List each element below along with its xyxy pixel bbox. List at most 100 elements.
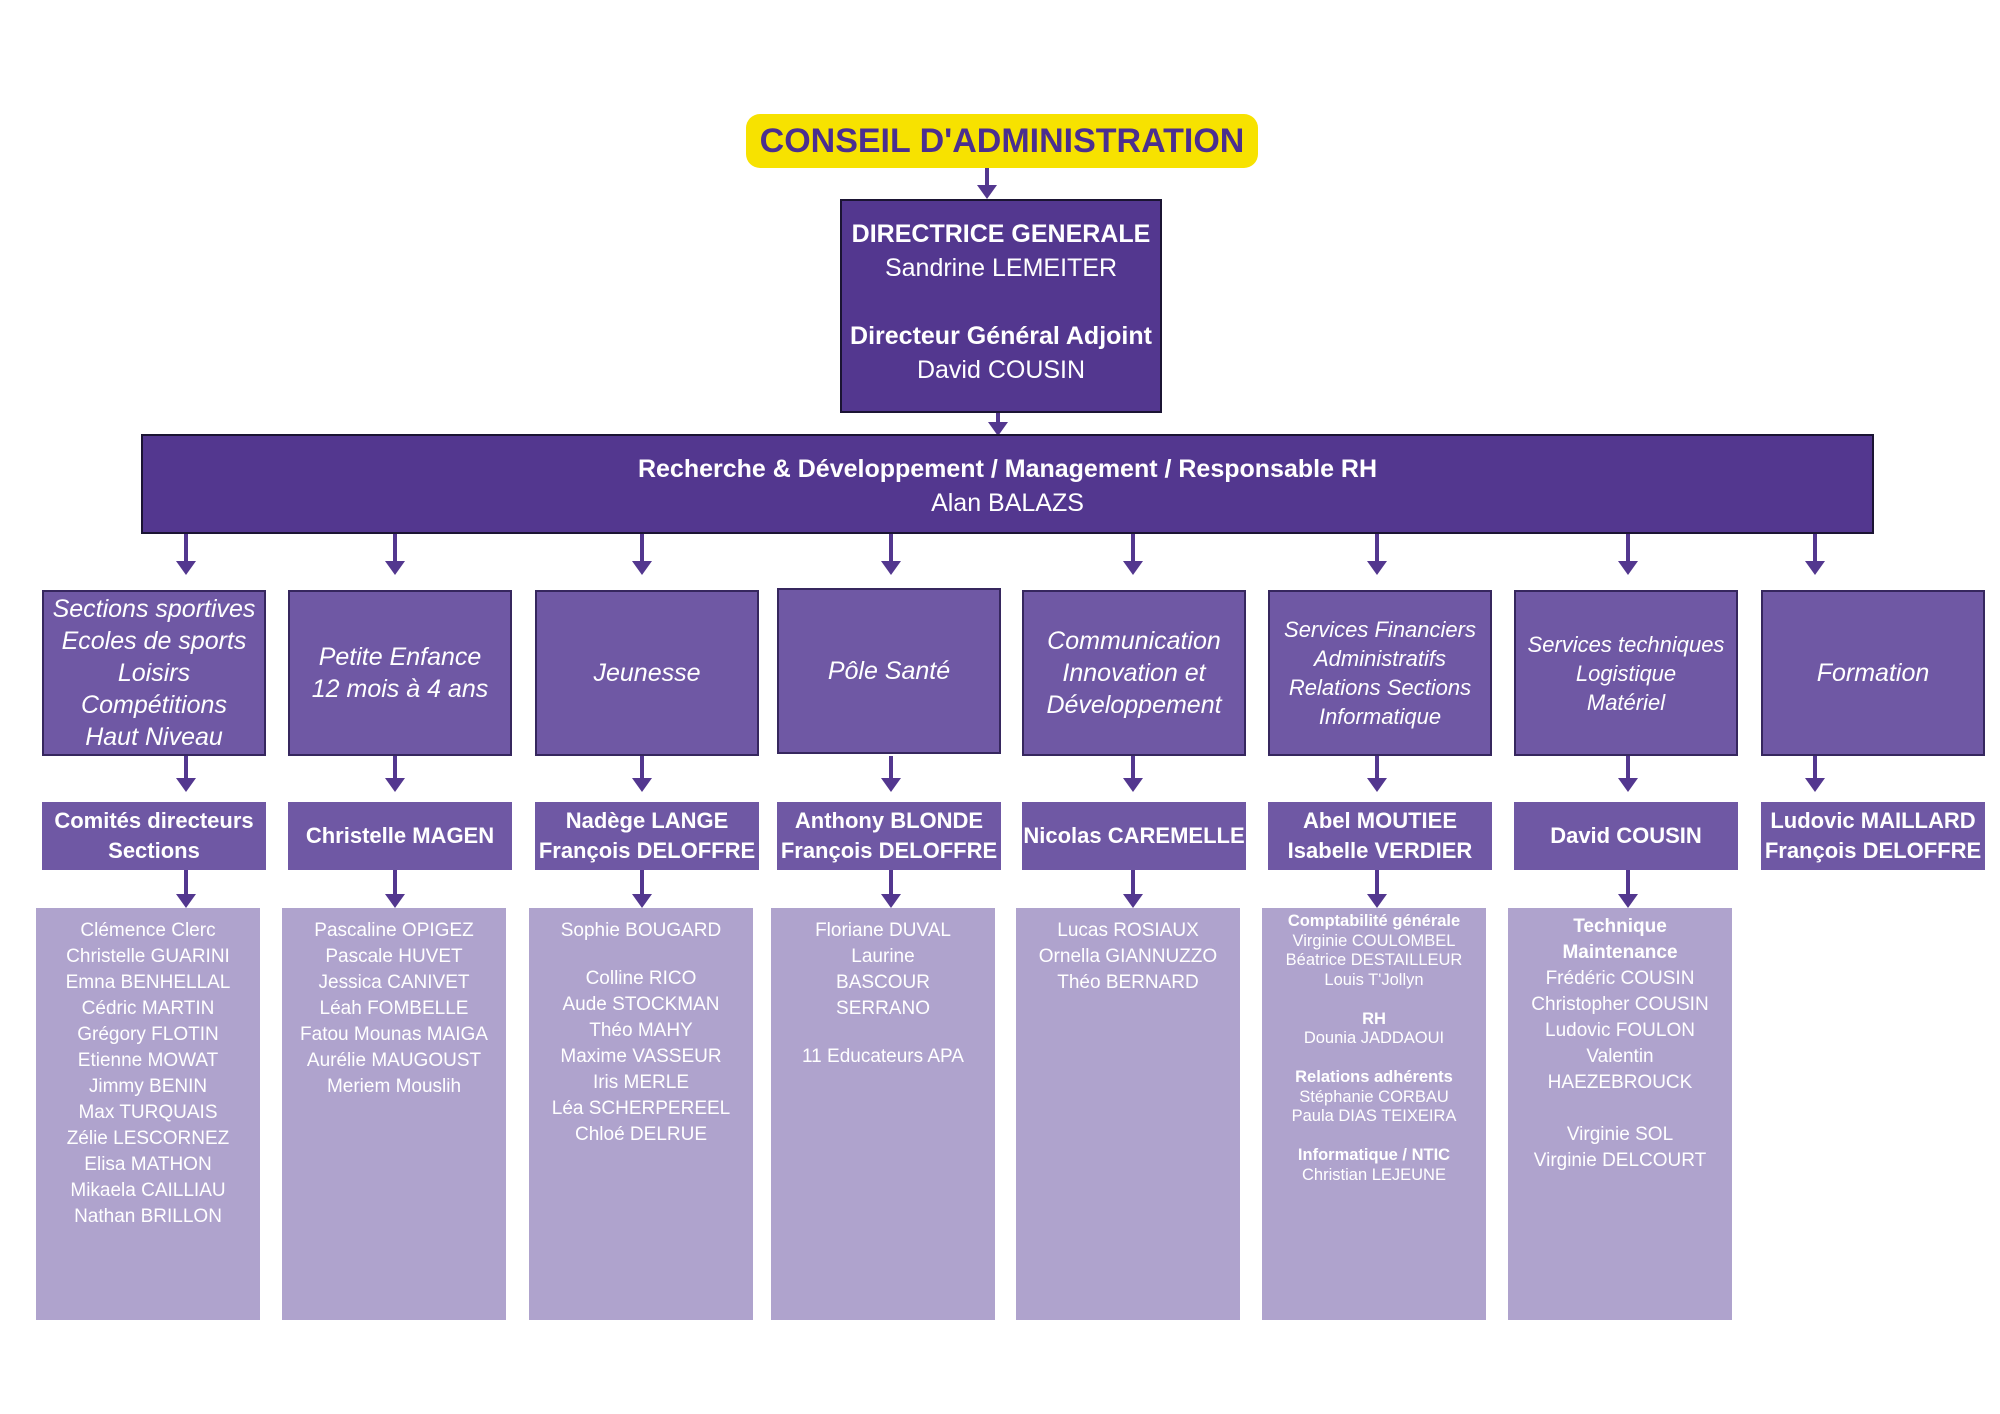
department-line: Services Financiers — [1284, 617, 1476, 642]
manager-name: Anthony BLONDE — [794, 808, 984, 833]
manager-name: Ludovic MAILLARD — [1770, 808, 1976, 833]
staff-name: Christelle GUARINI — [66, 946, 230, 967]
staff-name: Sophie BOUGARD — [560, 920, 722, 941]
arrow-head — [632, 778, 652, 792]
staff-name: 11 Educateurs APA — [802, 1046, 964, 1067]
staff-group-heading: Informatique / NTIC — [1297, 1146, 1451, 1164]
staff-name: Colline RICO — [585, 968, 697, 989]
staff-group-heading: Maintenance — [1562, 942, 1678, 963]
arrow-head — [1123, 778, 1143, 792]
rd-management-box: Recherche & Développement / Management /… — [141, 434, 1874, 534]
conseil-administration-box: CONSEIL D'ADMINISTRATION — [746, 114, 1258, 168]
staff-name: Jimmy BENIN — [88, 1076, 208, 1097]
staff-name: Christian LEJEUNE — [1302, 1165, 1446, 1184]
staff-name: Ludovic FOULON — [1545, 1020, 1695, 1041]
dg-name: Sandrine LEMEITER — [884, 254, 1118, 282]
arrow-head — [385, 894, 405, 908]
staff-name: Clémence Clerc — [80, 920, 216, 941]
staff-name: Aude STOCKMAN — [562, 994, 720, 1015]
department-line: Petite Enfance — [318, 643, 482, 671]
manager-box: Ludovic MAILLARD François DELOFFRE — [1761, 802, 1985, 870]
department-box: Formation — [1761, 590, 1985, 756]
manager-name: Isabelle VERDIER — [1287, 838, 1473, 863]
manager-name: François DELOFFRE — [1764, 838, 1982, 863]
dga-name: David COUSIN — [916, 356, 1086, 384]
staff-name: Christopher COUSIN — [1531, 994, 1709, 1015]
staff-name: Virginie SOL — [1566, 1124, 1674, 1145]
arrow-head — [632, 561, 652, 575]
staff-name: Mikaela CAILLIAU — [70, 1180, 226, 1201]
staff-name: Maxime VASSEUR — [560, 1046, 722, 1067]
staff-name: Pascale HUVET — [325, 946, 463, 967]
direction-generale-box: DIRECTRICE GENERALE Sandrine LEMEITER Di… — [840, 199, 1162, 413]
staff-name: Théo BERNARD — [1057, 972, 1199, 993]
department-box: Pôle Santé — [777, 588, 1001, 754]
staff-name: Léa SCHERPEREEL — [551, 1098, 731, 1119]
arrow-head — [1367, 778, 1387, 792]
manager-name: Sections — [108, 838, 200, 863]
arrow-head — [1805, 778, 1825, 792]
staff-spacer — [1508, 1096, 1732, 1122]
manager-name: Nadège LANGE — [565, 808, 729, 833]
department-line: Services techniques — [1527, 631, 1725, 657]
staff-spacer — [1262, 1127, 1486, 1147]
staff-spacer — [1262, 1049, 1486, 1069]
staff-name: Floriane DUVAL — [815, 920, 951, 941]
arrow-head — [1367, 561, 1387, 575]
arrow-head — [881, 561, 901, 575]
staff-name: Béatrice DESTAILLEUR — [1285, 951, 1463, 969]
dga-title: Directeur Général Adjoint — [850, 322, 1152, 350]
manager-name: Nicolas CAREMELLE — [1023, 823, 1245, 848]
department-line: Jeunesse — [593, 659, 701, 687]
department-line: Sections sportives — [52, 595, 256, 623]
department-line: Matériel — [1586, 689, 1666, 715]
manager-box: Anthony BLONDE François DELOFFRE — [777, 802, 1001, 870]
staff-name: Lucas ROSIAUX — [1057, 920, 1199, 941]
rd-title: Recherche & Développement / Management /… — [637, 455, 1378, 483]
manager-box: Nicolas CAREMELLE — [1022, 802, 1246, 870]
department-line: Pôle Santé — [827, 657, 951, 685]
rd-name: Alan BALAZS — [931, 489, 1084, 517]
staff-name: HAEZEBROUCK — [1547, 1072, 1693, 1093]
manager-name: François DELOFFRE — [780, 838, 998, 863]
staff-name: Théo MAHY — [589, 1020, 693, 1041]
arrow-head — [176, 561, 196, 575]
staff-name: Fatou Mounas MAIGA — [300, 1024, 488, 1045]
arrow-head — [176, 778, 196, 792]
department-line: Compétitions — [81, 691, 227, 719]
department-line: Haut Niveau — [85, 723, 223, 751]
department-line: Communication — [1047, 627, 1221, 655]
arrow-head — [881, 894, 901, 908]
staff-name: Pascaline OPIGEZ — [314, 920, 474, 941]
arrow-head — [1618, 561, 1638, 575]
department-line: Innovation et — [1062, 659, 1206, 687]
staff-name: Chloé DELRUE — [575, 1124, 707, 1145]
staff-name: Ornella GIANNUZZO — [1038, 946, 1218, 967]
arrow-head — [1618, 778, 1638, 792]
staff-name: Emna BENHELLAL — [65, 972, 231, 993]
staff-name: Dounia JADDAOUI — [1303, 1029, 1445, 1047]
manager-name: Comités directeurs — [54, 808, 254, 833]
department-line: Informatique — [1318, 704, 1442, 729]
arrow-head — [1123, 561, 1143, 575]
department-line: Ecoles de sports — [61, 627, 247, 655]
staff-name: Léah FOMBELLE — [319, 998, 469, 1019]
staff-box: Lucas ROSIAUX Ornella GIANNUZZO Théo BERNA… — [1016, 908, 1240, 1320]
department-line: 12 mois à 4 ans — [311, 675, 489, 703]
manager-box: David COUSIN — [1514, 802, 1738, 870]
department-line: Formation — [1816, 659, 1930, 687]
staff-name: Zélie LESCORNEZ — [66, 1128, 230, 1149]
staff-group-heading: Relations adhérents — [1295, 1068, 1453, 1086]
staff-name: Etienne MOWAT — [77, 1050, 219, 1071]
staff-group-heading: Comptabilité générale — [1287, 912, 1461, 930]
staff-name: Valentin — [1586, 1046, 1654, 1067]
staff-name: Meriem Mouslih — [326, 1076, 462, 1097]
arrow-head — [176, 894, 196, 908]
